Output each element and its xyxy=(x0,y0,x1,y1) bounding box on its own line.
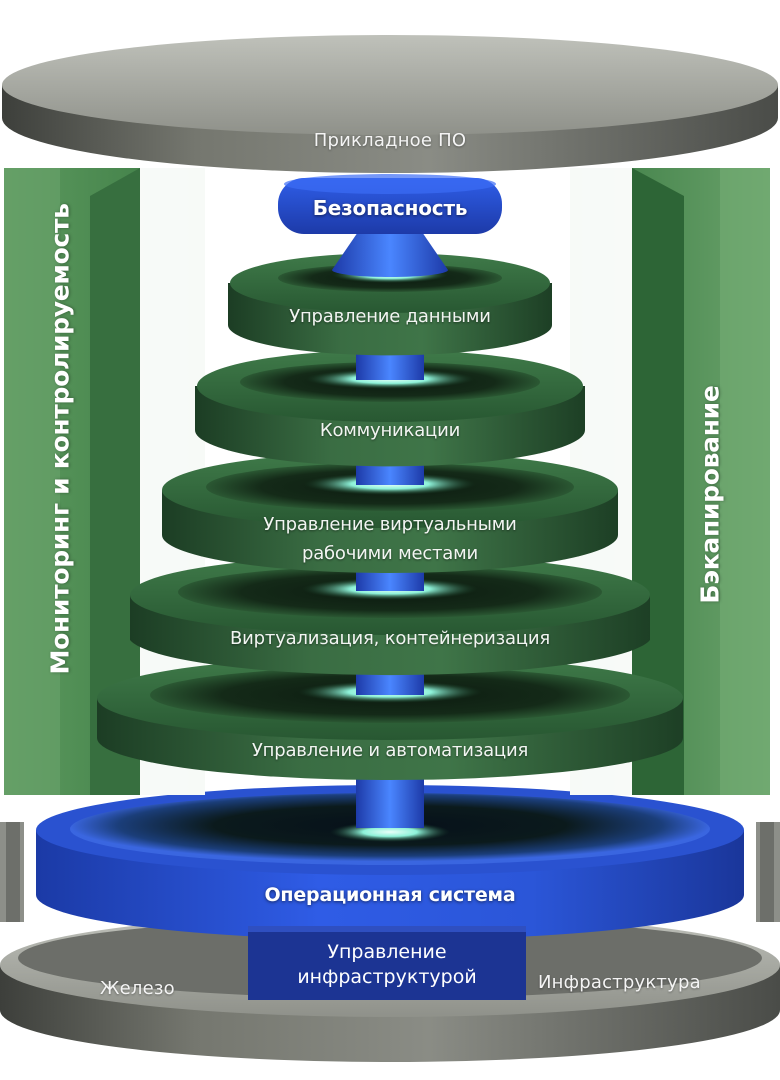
top-disc xyxy=(2,35,778,173)
layer-data-label: Управление данными xyxy=(289,306,491,327)
infrastructure-label: Инфраструктура xyxy=(538,972,701,993)
layer-virtualization-disc xyxy=(130,555,650,676)
layer-automation-disc xyxy=(97,656,683,780)
infra-mgmt-label-line1: Управление xyxy=(327,941,447,963)
infra-mgmt-label-line2: инфраструктурой xyxy=(297,966,477,988)
layer-communications-label: Коммуникации xyxy=(319,420,461,441)
infra-mgmt-box xyxy=(248,926,526,1000)
os-disc xyxy=(36,785,744,940)
infra-mgmt-label: Управление инфраструктурой xyxy=(248,940,526,990)
layer-vdi-disc xyxy=(162,452,618,573)
security-label: Безопасность xyxy=(312,196,468,220)
layer-vdi-label-line2: рабочими местами xyxy=(301,543,479,564)
top-disc-label: Прикладное ПО xyxy=(313,130,467,151)
layer-vdi-label: Управление виртуальными рабочими местами xyxy=(162,510,618,568)
security-funnel xyxy=(278,174,502,277)
left-column-label: Мониторинг и контролируемость xyxy=(45,203,75,675)
layer-communications-disc xyxy=(195,350,585,467)
right-column-label: Бэкапирование xyxy=(695,385,725,604)
layer-vdi-label-line1: Управление виртуальными xyxy=(263,514,517,535)
layer-virtualization-label: Виртуализация, контейнеризация xyxy=(230,628,550,649)
os-label: Операционная система xyxy=(264,884,516,906)
layer-automation-label: Управление и автоматизация xyxy=(251,740,529,761)
hardware-label: Железо xyxy=(100,978,175,999)
